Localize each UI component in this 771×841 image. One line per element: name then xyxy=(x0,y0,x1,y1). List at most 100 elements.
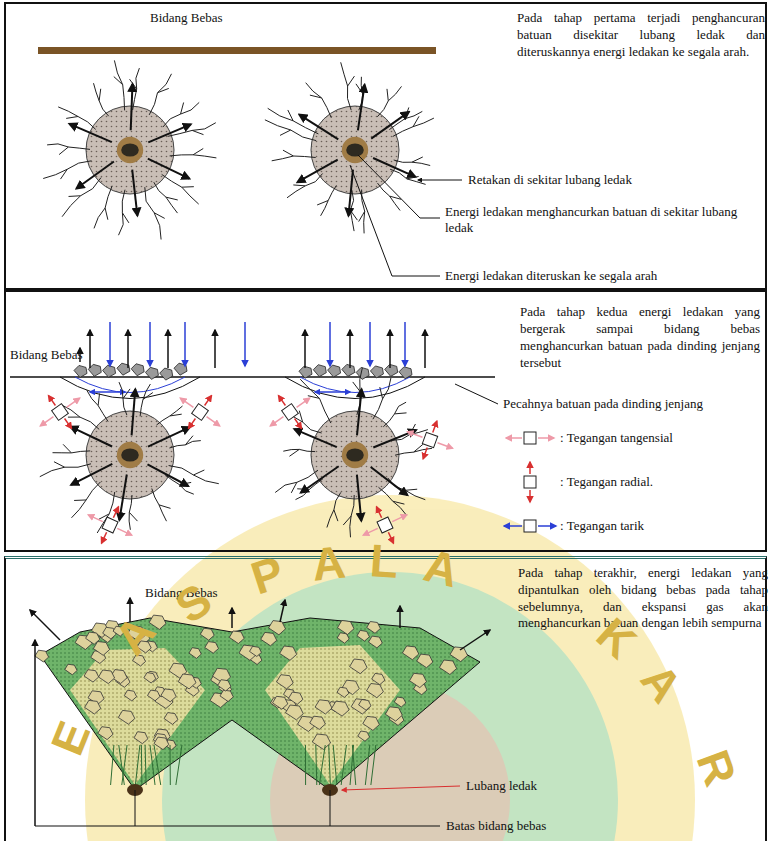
stage-three-figure xyxy=(30,598,490,826)
crack-branch xyxy=(334,510,338,521)
callout-label: Pecahnya batuan pada dinding jenjang xyxy=(503,396,765,412)
stage-panel: Pada tahap kedua energi ledakan yang ber… xyxy=(4,290,767,552)
crack-line xyxy=(392,430,428,441)
crack-line xyxy=(94,83,109,116)
crack-branch xyxy=(185,436,193,445)
stress-element xyxy=(282,404,299,421)
crack-line xyxy=(321,185,337,215)
crack-line xyxy=(373,378,391,419)
callout-label: Retakan di sekitar lubang ledak xyxy=(468,172,758,188)
tangential-arrow xyxy=(67,398,80,407)
crack-branch xyxy=(193,470,204,475)
incident-wave-arrow xyxy=(349,330,351,368)
rock-fragment xyxy=(358,731,370,741)
rock-fragment xyxy=(154,737,169,750)
tangential-arrow xyxy=(88,515,103,522)
rock-fragment xyxy=(178,674,196,689)
boundary-line xyxy=(135,790,136,826)
crack-branch xyxy=(182,186,194,188)
crack-branch xyxy=(380,387,383,399)
stress-symbol xyxy=(401,413,460,467)
energy-arrow xyxy=(70,427,112,447)
radial-arrow xyxy=(279,396,286,406)
crack-line xyxy=(163,102,199,127)
crack-branch xyxy=(166,197,178,200)
free-face-line xyxy=(10,376,495,378)
rock-fragment xyxy=(350,659,368,674)
tangential-arrow xyxy=(538,437,554,439)
energy-arrow xyxy=(132,389,136,435)
crack-line xyxy=(58,107,95,129)
radial-arrow xyxy=(49,396,56,406)
crack-line xyxy=(169,441,200,448)
energy-arrow xyxy=(349,170,354,216)
energy-arrow xyxy=(357,389,362,435)
crack-branch xyxy=(63,444,71,453)
radial-arrow xyxy=(433,421,437,432)
radial-arrow xyxy=(189,419,196,429)
fragment-fan xyxy=(70,648,205,785)
stress-element xyxy=(192,404,209,421)
crack-line xyxy=(149,74,171,115)
rock-fragment xyxy=(402,646,418,660)
crack-branch xyxy=(283,150,294,156)
rock-fragment xyxy=(131,364,144,376)
rock-fragment xyxy=(93,642,109,656)
crack-branch xyxy=(122,213,129,223)
crack-branch xyxy=(99,89,101,101)
watermark-letter: L xyxy=(368,537,399,585)
rock-fragment xyxy=(205,642,219,654)
stress-symbol xyxy=(504,520,556,532)
incident-wave-arrow xyxy=(214,330,216,368)
crack-line xyxy=(306,83,332,118)
crack-branch xyxy=(356,84,363,94)
hole-ring xyxy=(117,137,143,163)
rock-fragment xyxy=(367,684,384,698)
incident-wave-arrow xyxy=(389,330,391,368)
rock-fragment xyxy=(417,654,433,668)
grass-crack xyxy=(305,745,306,785)
crack-branch xyxy=(61,169,68,179)
energy-arrow xyxy=(148,464,189,486)
rock-fragment xyxy=(189,648,201,659)
tangential-arrow xyxy=(392,515,407,522)
rock-fragment xyxy=(372,673,385,684)
rock-fragment xyxy=(200,628,214,640)
stress-symbol xyxy=(524,462,536,502)
boundary-arrow xyxy=(34,640,36,826)
crack-line xyxy=(40,464,91,477)
tensile-arrow xyxy=(504,525,522,527)
radial-arrow xyxy=(102,532,107,543)
crater-line xyxy=(75,377,185,393)
grass-crack xyxy=(170,745,171,785)
free-face-label: Bidang Bebas xyxy=(10,347,100,363)
crack-branch xyxy=(143,393,153,400)
energy-arrow xyxy=(148,427,190,447)
rock-fragment xyxy=(312,734,330,749)
crack-branch xyxy=(413,116,419,126)
rock-fragment xyxy=(103,365,116,377)
rock-fragment xyxy=(310,716,326,729)
crack-line xyxy=(390,169,426,184)
crack-branch xyxy=(359,211,365,221)
crack-line xyxy=(383,402,406,427)
rock-fragment xyxy=(160,368,173,380)
crack-branch xyxy=(66,117,78,119)
energy-arrow xyxy=(131,84,133,130)
crack-line xyxy=(170,155,217,158)
crack-branch xyxy=(154,213,165,219)
crack-branch xyxy=(288,110,293,121)
rock-fragment xyxy=(134,732,148,744)
rock-fragment xyxy=(118,710,135,724)
crack-branch xyxy=(299,411,302,423)
energy-arrow xyxy=(373,158,415,177)
crack-line xyxy=(394,160,431,166)
free-face-label: Bidang Bebas xyxy=(150,10,280,26)
crack-line xyxy=(62,178,101,217)
energy-arrow xyxy=(148,159,190,179)
energy-arrow xyxy=(132,170,137,216)
rock-fragment xyxy=(450,647,468,662)
incident-wave-arrow xyxy=(304,330,306,368)
crack-branch xyxy=(308,396,320,399)
leader-line xyxy=(358,155,440,218)
